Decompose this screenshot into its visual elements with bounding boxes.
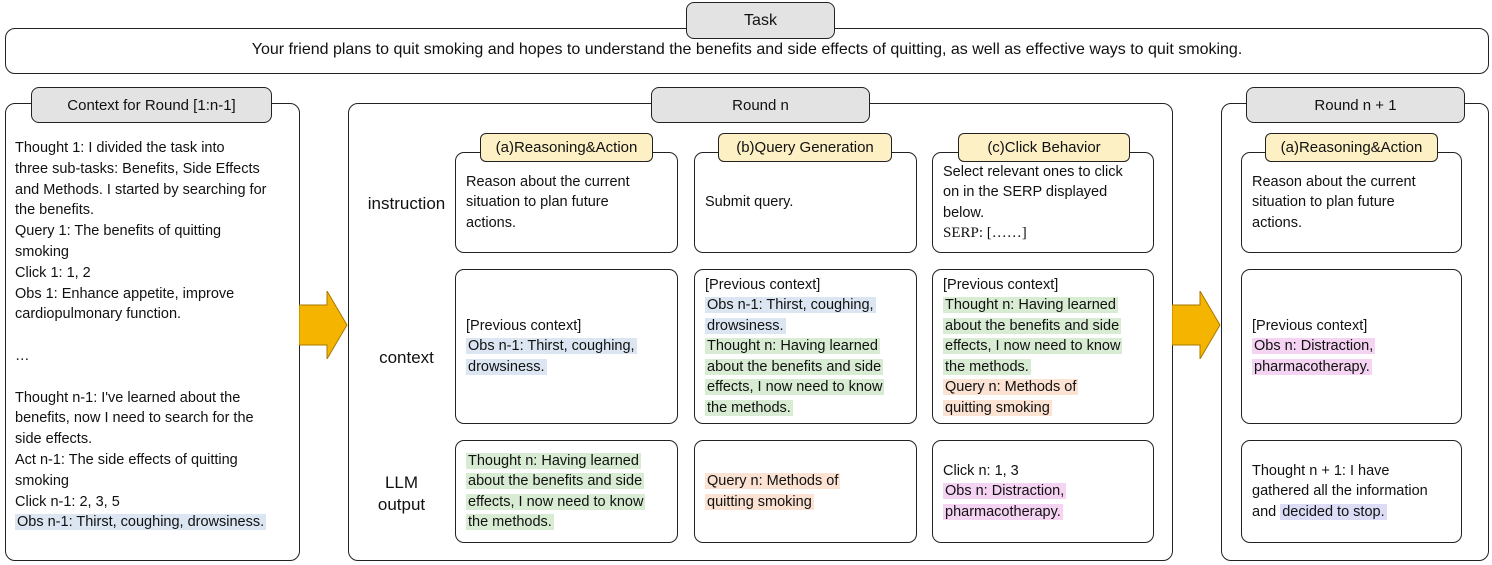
- context-line: and Methods. I started by searching for: [15, 181, 267, 198]
- round-n1-output: Thought n + 1: I have gathered all the i…: [1241, 440, 1462, 543]
- col-c-context-thought-1: Thought n: Having learned: [943, 297, 1118, 314]
- row-label-output: output: [377, 495, 426, 514]
- col-a-output-2: about the benefits and side: [466, 473, 645, 489]
- context-panel-body: Thought 1: I divided the task into three …: [15, 138, 297, 533]
- round-n1-output-3-prefix: and: [1252, 503, 1281, 520]
- col-a-instr-line-1: Reason about the current: [466, 173, 630, 190]
- context-panel-title: Context for Round [1:n-1]: [31, 87, 272, 123]
- col-a-instruction: Reason about the current situation to pl…: [455, 152, 678, 253]
- context-line: Click n-1: 2, 3, 5: [15, 493, 120, 510]
- arrow-right-icon: [299, 291, 348, 359]
- col-b-context-thought-4: the methods.: [705, 399, 793, 416]
- round-n1-output-3-hl: decided to stop.: [1280, 503, 1387, 520]
- col-b-context-thought-2: about the benefits and side: [705, 358, 884, 375]
- col-c-serp: SERP: [……]: [943, 225, 1027, 241]
- col-c-instr-line-2: on in the SERP displayed: [943, 184, 1108, 200]
- col-b-context: [Previous context] Obs n-1: Thirst, coug…: [694, 269, 917, 424]
- col-c-context-prefix: [Previous context]: [943, 276, 1059, 293]
- context-line: Act n-1: The side effects of quitting: [15, 451, 238, 468]
- context-line: benefits, now I need to search for the: [15, 410, 254, 427]
- context-last-obs: Obs n-1: Thirst, coughing, drowsiness.: [15, 514, 267, 531]
- col-a-instr-line-3: actions.: [466, 214, 516, 231]
- col-c-tag: (c)Click Behavior: [958, 133, 1130, 162]
- col-b-context-obs-2: drowsiness.: [705, 317, 786, 334]
- round-n1-output-2: gathered all the information: [1252, 483, 1428, 500]
- col-c-context-query-1: Query n: Methods of: [943, 379, 1079, 396]
- row-label-llm: LLM: [384, 473, 419, 492]
- context-line: smoking: [15, 472, 69, 489]
- col-a-output-4: the methods.: [466, 514, 554, 530]
- col-c-instruction: Select relevant ones to click on in the …: [932, 152, 1154, 253]
- row-label-instruction: instruction: [367, 194, 446, 213]
- col-b-tag: (b)Query Generation: [718, 133, 892, 162]
- col-a-output: Thought n: Having learned about the bene…: [455, 440, 678, 543]
- col-a-context-prefix: [Previous context]: [466, 317, 582, 334]
- col-a-output-3: effects, I now need to know: [466, 493, 646, 510]
- context-line: Query 1: The benefits of quitting: [15, 223, 222, 240]
- col-c-output-obs-1: Obs n: Distraction,: [943, 483, 1067, 500]
- col-c-instr-line-1: Select relevant ones to click: [943, 163, 1123, 180]
- context-line: side effects.: [15, 431, 93, 448]
- col-c-context-thought-3: effects, I now need to know: [943, 338, 1123, 355]
- round-n1-title: Round n + 1: [1246, 87, 1465, 123]
- context-line: [15, 325, 297, 346]
- col-b-context-thought-3: effects, I now need to know: [705, 379, 885, 396]
- col-a-tag: (a)Reasoning&Action: [480, 133, 653, 162]
- round-n1-context-prefix: [Previous context]: [1252, 317, 1368, 334]
- col-b-instr-line: Submit query.: [705, 194, 794, 211]
- round-n1-tag: (a)Reasoning&Action: [1265, 133, 1438, 162]
- col-b-instruction: Submit query.: [694, 152, 917, 253]
- context-line: [15, 367, 297, 388]
- col-c-context: [Previous context] Thought n: Having lea…: [932, 269, 1154, 424]
- col-a-context-obs-1: Obs n-1: Thirst, coughing,: [466, 338, 637, 355]
- round-n-title: Round n: [651, 87, 870, 123]
- col-b-context-prefix: [Previous context]: [705, 276, 821, 293]
- col-a-context-obs-2: drowsiness.: [466, 358, 547, 375]
- col-a-instr-line-2: situation to plan future: [466, 194, 609, 211]
- context-lines: Thought 1: I divided the task into three …: [15, 138, 297, 512]
- round-n1-context: [Previous context] Obs n: Distraction, p…: [1241, 269, 1462, 424]
- col-a-output-1: Thought n: Having learned: [466, 452, 641, 469]
- col-b-output-1: Query n: Methods of: [705, 473, 841, 489]
- round-n1-context-obs-2: pharmacotherapy.: [1252, 358, 1372, 375]
- context-line: three sub-tasks: Benefits, Side Effects: [15, 160, 260, 177]
- col-c-context-thought-2: about the benefits and side: [943, 317, 1122, 334]
- col-c-instr-line-3: below.: [943, 204, 985, 221]
- col-b-output-2: quitting smoking: [705, 493, 814, 510]
- arrow-right-icon: [1172, 291, 1221, 359]
- round-n1-instruction: Reason about the current situation to pl…: [1241, 152, 1462, 253]
- context-panel: Thought 1: I divided the task into three …: [5, 103, 300, 561]
- context-line: Click 1: 1, 2: [15, 264, 91, 281]
- context-line: the benefits.: [15, 202, 94, 219]
- round-n1-context-obs-1: Obs n: Distraction,: [1252, 338, 1376, 355]
- context-line: smoking: [15, 243, 69, 260]
- row-label-context: context: [379, 348, 434, 367]
- col-c-output-click: Click n: 1, 3: [943, 462, 1019, 479]
- row-label-llm-output: LLM output: [359, 472, 444, 516]
- col-c-context-query-2: quitting smoking: [943, 399, 1052, 416]
- round-n1-output-1: Thought n + 1: I have: [1252, 462, 1390, 479]
- col-b-context-obs-1: Obs n-1: Thirst, coughing,: [705, 297, 876, 314]
- context-line: Thought n-1: I've learned about the: [15, 389, 241, 406]
- col-b-context-thought-1: Thought n: Having learned: [705, 338, 880, 355]
- round-n1-instr-line-1: Reason about the current: [1252, 173, 1416, 190]
- col-c-context-thought-4: the methods.: [943, 358, 1031, 375]
- task-label: Task: [686, 2, 835, 39]
- context-line: Thought 1: I divided the task into: [15, 140, 225, 156]
- round-n1-instr-line-2: situation to plan future: [1252, 194, 1395, 211]
- col-a-context: [Previous context] Obs n-1: Thirst, coug…: [455, 269, 678, 424]
- col-c-output: Click n: 1, 3 Obs n: Distraction, pharma…: [932, 440, 1154, 543]
- col-b-output: Query n: Methods of quitting smoking: [694, 440, 917, 543]
- task-text: Your friend plans to quit smoking and ho…: [251, 41, 1243, 58]
- round-n1-instr-line-3: actions.: [1252, 214, 1302, 231]
- context-line: …: [15, 347, 30, 364]
- col-c-output-obs-2: pharmacotherapy.: [943, 503, 1063, 520]
- context-line: cardiopulmonary function.: [15, 306, 182, 323]
- context-line: Obs 1: Enhance appetite, improve: [15, 285, 235, 302]
